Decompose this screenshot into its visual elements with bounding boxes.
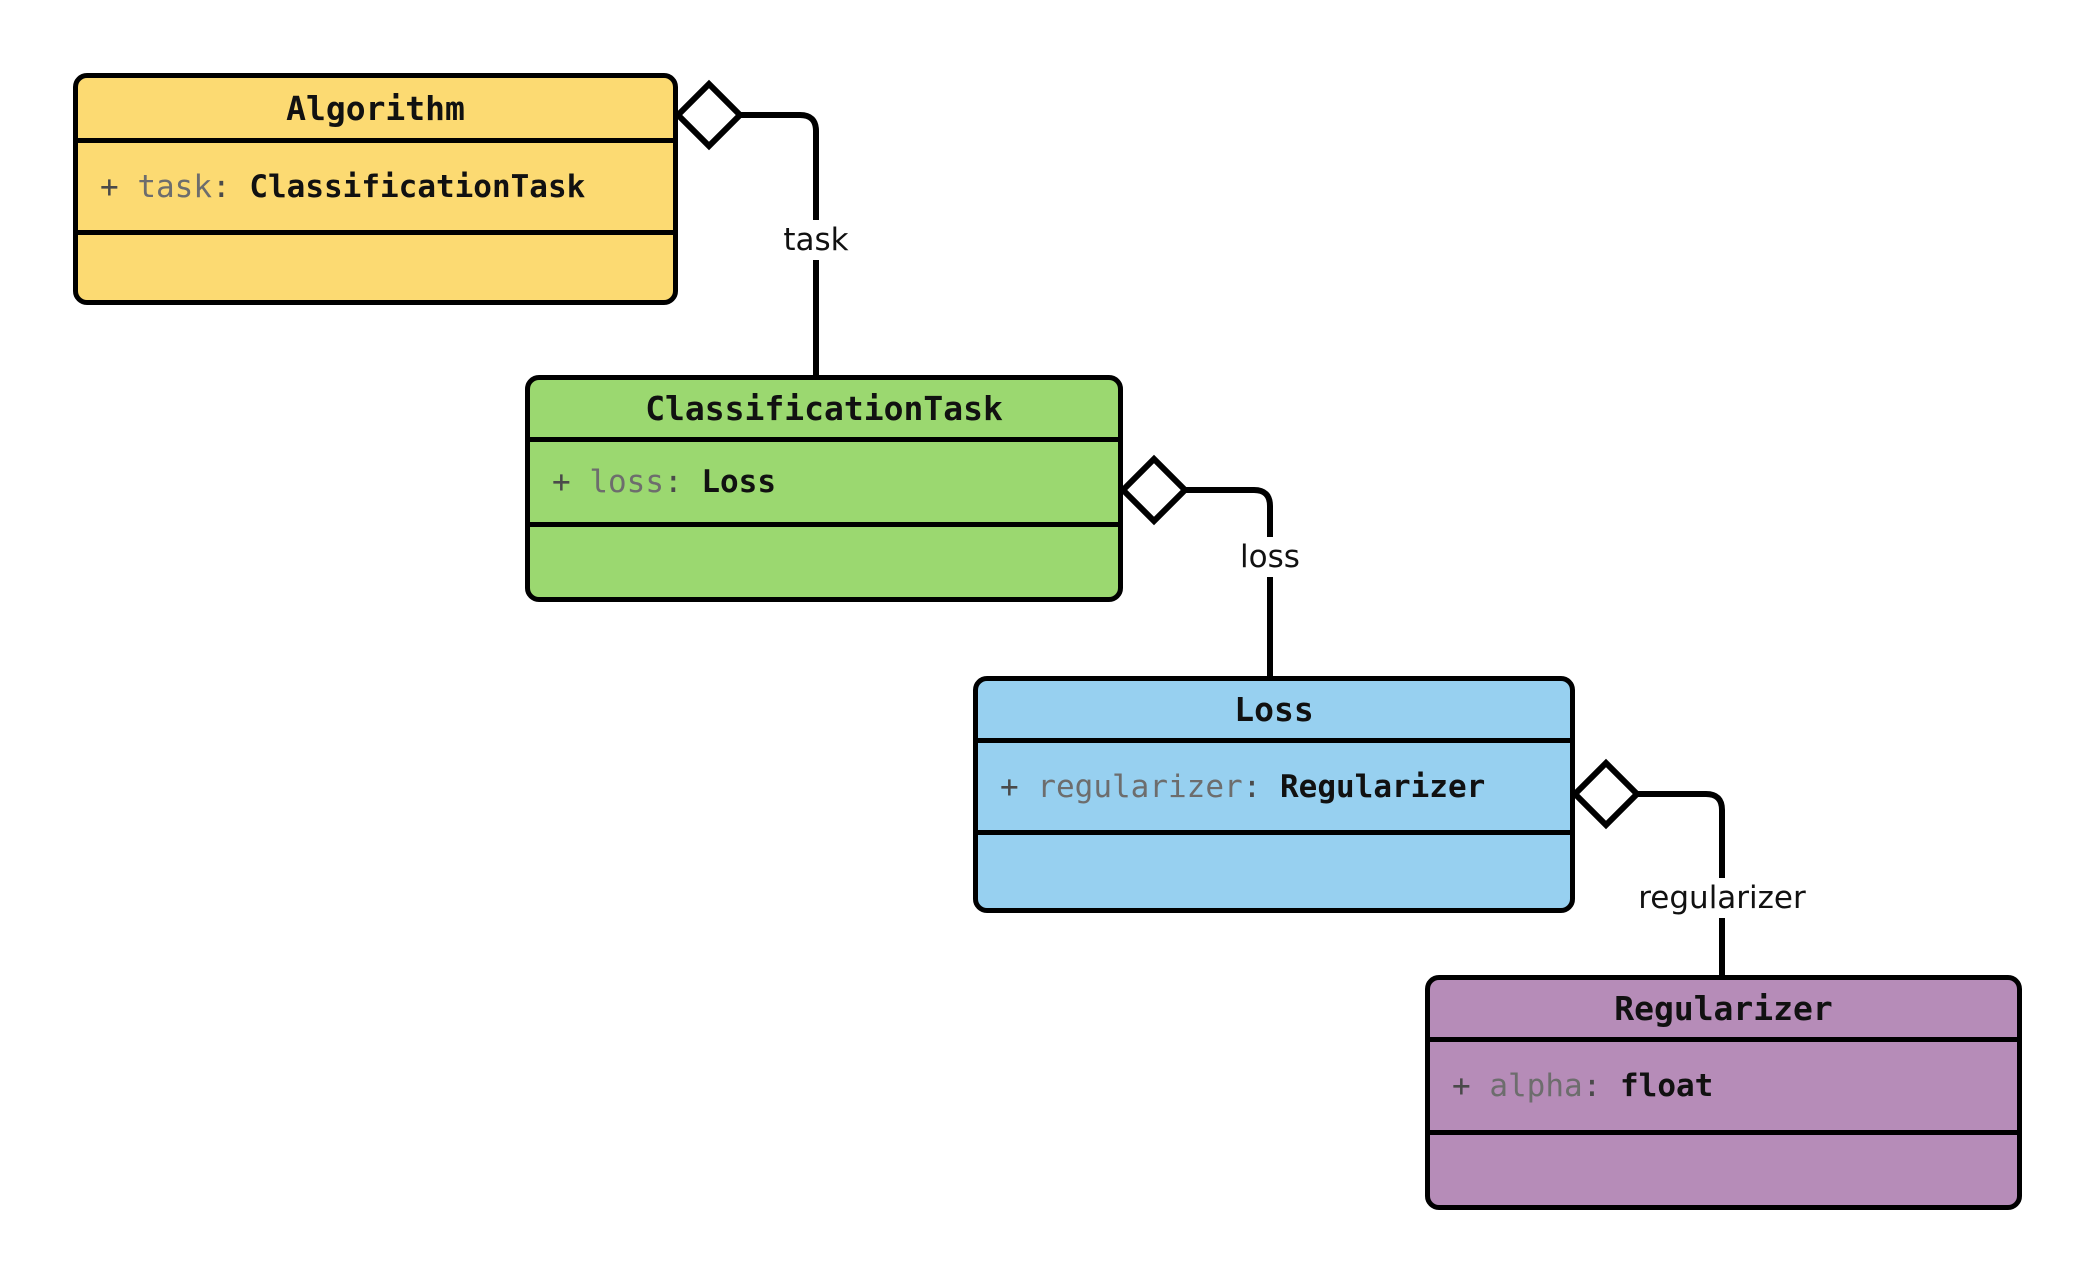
class-box-classificationtask[interactable]: ClassificationTask + loss: Loss — [525, 375, 1123, 602]
relationship-label-classificationtask-loss: loss — [1233, 537, 1307, 577]
class-box-loss[interactable]: Loss + regularizer: Regularizer — [973, 676, 1575, 913]
relationship-line-classificationtask-loss — [1185, 487, 1273, 676]
attribute-row: + task: ClassificationTask — [100, 169, 585, 205]
attribute-separator: : — [1242, 768, 1262, 805]
aggregation-diamond-icon-algorithm-task — [673, 79, 745, 151]
relationship-label-loss-regularizer: regularizer — [1631, 878, 1813, 918]
class-attributes-classificationtask: + loss: Loss — [530, 442, 1118, 527]
attribute-visibility: + — [100, 168, 119, 205]
class-title-algorithm: Algorithm — [78, 78, 673, 143]
attribute-type: Regularizer — [1280, 768, 1486, 805]
class-title-regularizer: Regularizer — [1430, 980, 2017, 1042]
class-box-regularizer[interactable]: Regularizer + alpha: float — [1425, 975, 2022, 1210]
class-methods-loss — [978, 835, 1570, 908]
class-methods-regularizer — [1430, 1135, 2017, 1205]
attribute-row: + loss: Loss — [552, 464, 776, 500]
relationship-label-algorithm-task: task — [776, 220, 856, 260]
attribute-row: + alpha: float — [1452, 1068, 1713, 1104]
class-attributes-loss: + regularizer: Regularizer — [978, 743, 1570, 835]
class-box-algorithm[interactable]: Algorithm + task: ClassificationTask — [73, 73, 678, 305]
aggregation-diamond-icon-classificationtask-loss — [1118, 454, 1190, 526]
attribute-name: task — [137, 168, 212, 205]
attribute-name: alpha — [1489, 1068, 1583, 1104]
class-methods-algorithm — [78, 235, 673, 300]
attribute-visibility: + — [1000, 768, 1019, 805]
attribute-row: + regularizer: Regularizer — [1000, 769, 1485, 805]
class-title-loss: Loss — [978, 681, 1570, 743]
attribute-name: loss — [589, 464, 664, 500]
attribute-type: float — [1620, 1068, 1714, 1104]
class-title-classificationtask: ClassificationTask — [530, 380, 1118, 442]
class-attributes-regularizer: + alpha: float — [1430, 1042, 2017, 1135]
attribute-type: Loss — [701, 464, 776, 500]
class-attributes-algorithm: + task: ClassificationTask — [78, 143, 673, 235]
attribute-visibility: + — [552, 464, 571, 500]
attribute-name: regularizer — [1037, 768, 1243, 805]
attribute-separator: : — [212, 168, 231, 205]
attribute-type: ClassificationTask — [249, 168, 586, 205]
attribute-separator: : — [1582, 1068, 1602, 1104]
attribute-separator: : — [664, 464, 683, 500]
attribute-visibility: + — [1452, 1068, 1471, 1104]
class-methods-classificationtask — [530, 527, 1118, 597]
aggregation-diamond-icon-loss-regularizer — [1570, 758, 1642, 830]
